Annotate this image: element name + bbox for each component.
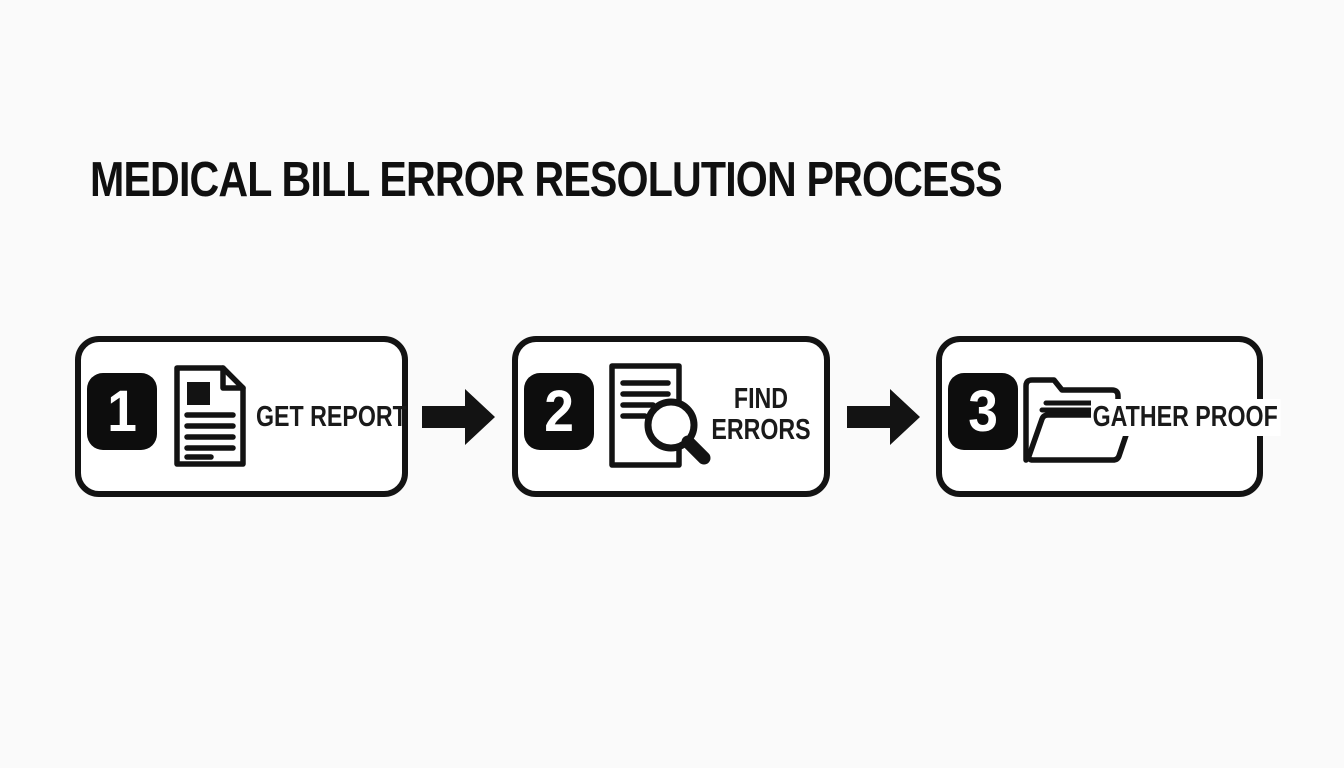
step-box-find-errors: 2 FIND ERRORS [512,336,830,497]
step-1-number-badge: 1 [87,373,157,450]
step-3-number: 3 [968,378,998,444]
arrow-right-icon [422,389,495,445]
step-box-gather-proof: 3 GATHER PROOF [936,336,1281,497]
step-2-label: FIND ERRORS [709,384,813,446]
document-report-icon [174,365,246,467]
step-2-number: 2 [544,378,574,444]
step-1-number: 1 [107,378,137,444]
step-3-number-badge: 3 [948,373,1018,450]
step-3-label: GATHER PROOF [1091,399,1281,436]
document-magnifier-icon [609,363,711,468]
step-2-label-line-2: ERRORS [711,414,811,446]
step-2-number-badge: 2 [524,373,594,450]
step-1-label: GET REPORT [256,401,407,433]
step-2-label-line-1: FIND [733,383,789,415]
page-title: MEDICAL BILL ERROR RESOLUTION PROCESS [90,153,1003,207]
arrow-right-icon [847,389,920,445]
step-box-get-report: 1 GET REPORT [75,336,408,497]
